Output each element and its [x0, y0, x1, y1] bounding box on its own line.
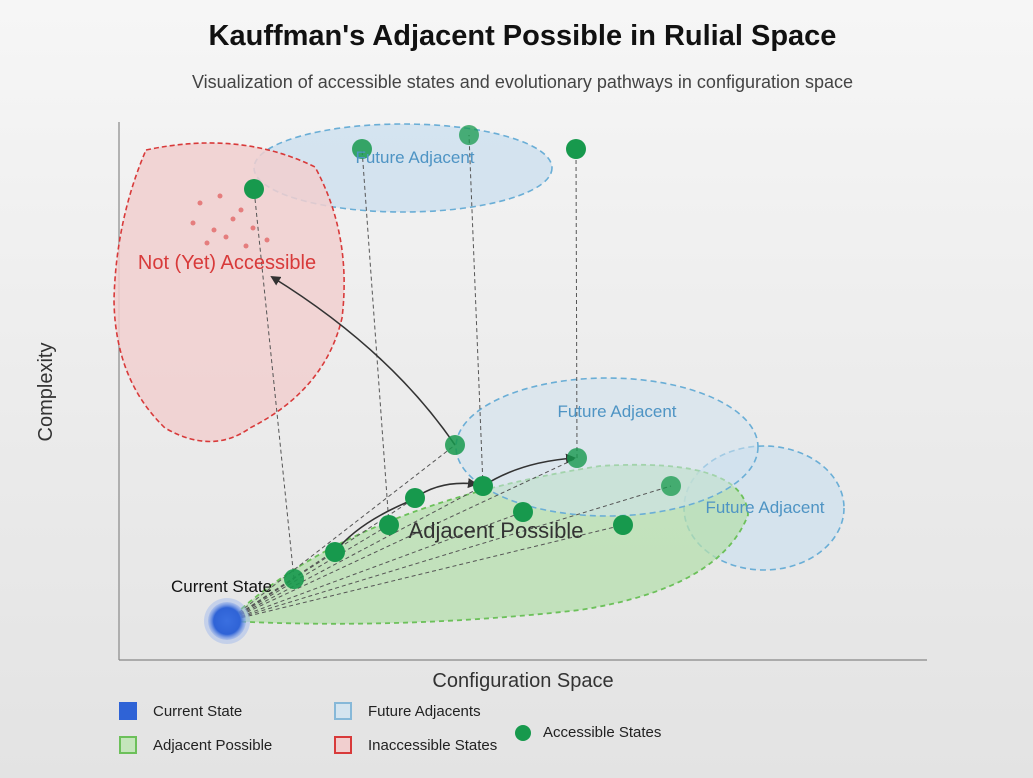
- current-state-node: [208, 602, 246, 640]
- page-subtitle: Visualization of accessible states and e…: [191, 72, 854, 92]
- future-adjacent-label-middle: Future Adjacent: [557, 402, 676, 421]
- future-adjacent-swatch: [334, 702, 352, 720]
- pathway-arrow-4: [270, 275, 456, 446]
- legend-item-adjacent: Adjacent Possible: [119, 736, 272, 754]
- adjacent-possible-swatch: [119, 736, 137, 754]
- page-title: Kauffman's Adjacent Possible in Rulial S…: [208, 20, 837, 52]
- current-state-connections: [227, 444, 672, 622]
- accessible-states: [244, 125, 681, 589]
- inaccessible-dots: [190, 193, 270, 249]
- legend-label: Adjacent Possible: [153, 736, 273, 754]
- inaccessible-swatch: [334, 736, 352, 754]
- state-node: [567, 448, 587, 468]
- state-node: [445, 435, 465, 455]
- legend-item-inaccessible: Inaccessible States: [334, 736, 497, 754]
- accessible-state-swatch: [515, 724, 531, 741]
- legend-item-accessible: Accessible States: [515, 724, 661, 741]
- legend-label: Inaccessible States: [368, 736, 498, 754]
- legend-item-future: Future Adjacents: [334, 702, 481, 720]
- state-node: [473, 476, 493, 496]
- future-adjacent-label-top: Future Adjacent: [355, 148, 474, 167]
- legend-label: Accessible States: [543, 724, 662, 741]
- adjacent-possible-diagram: Configuration Space Complexity: [35, 122, 927, 692]
- inaccessible-region: [113, 142, 345, 443]
- state-node: [379, 515, 399, 535]
- state-node: [405, 488, 425, 508]
- state-node: [513, 502, 533, 522]
- state-node: [244, 179, 264, 199]
- x-axis-label: Configuration Space: [432, 670, 613, 692]
- legend-label: Future Adjacents: [368, 702, 481, 720]
- inaccessible-region-label: Not (Yet) Accessible: [138, 252, 316, 274]
- state-node: [459, 125, 479, 145]
- current-state-label: Current State: [171, 577, 272, 596]
- adjacent-possible-label: Adjacent Possible: [409, 518, 584, 543]
- state-node: [352, 139, 372, 159]
- state-node: [613, 515, 633, 535]
- projection-lines: [253, 134, 578, 580]
- state-node: [661, 476, 681, 496]
- future-adjacent-region-middle: [455, 377, 759, 517]
- legend-label: Current State: [153, 702, 243, 720]
- legend-item-current: Current State: [119, 702, 242, 720]
- current-state-swatch: [119, 702, 137, 720]
- state-node: [566, 139, 586, 159]
- y-axis-label: Complexity: [35, 343, 57, 442]
- state-node: [284, 569, 304, 589]
- state-node: [325, 542, 345, 562]
- future-adjacent-label-right: Future Adjacent: [705, 498, 824, 517]
